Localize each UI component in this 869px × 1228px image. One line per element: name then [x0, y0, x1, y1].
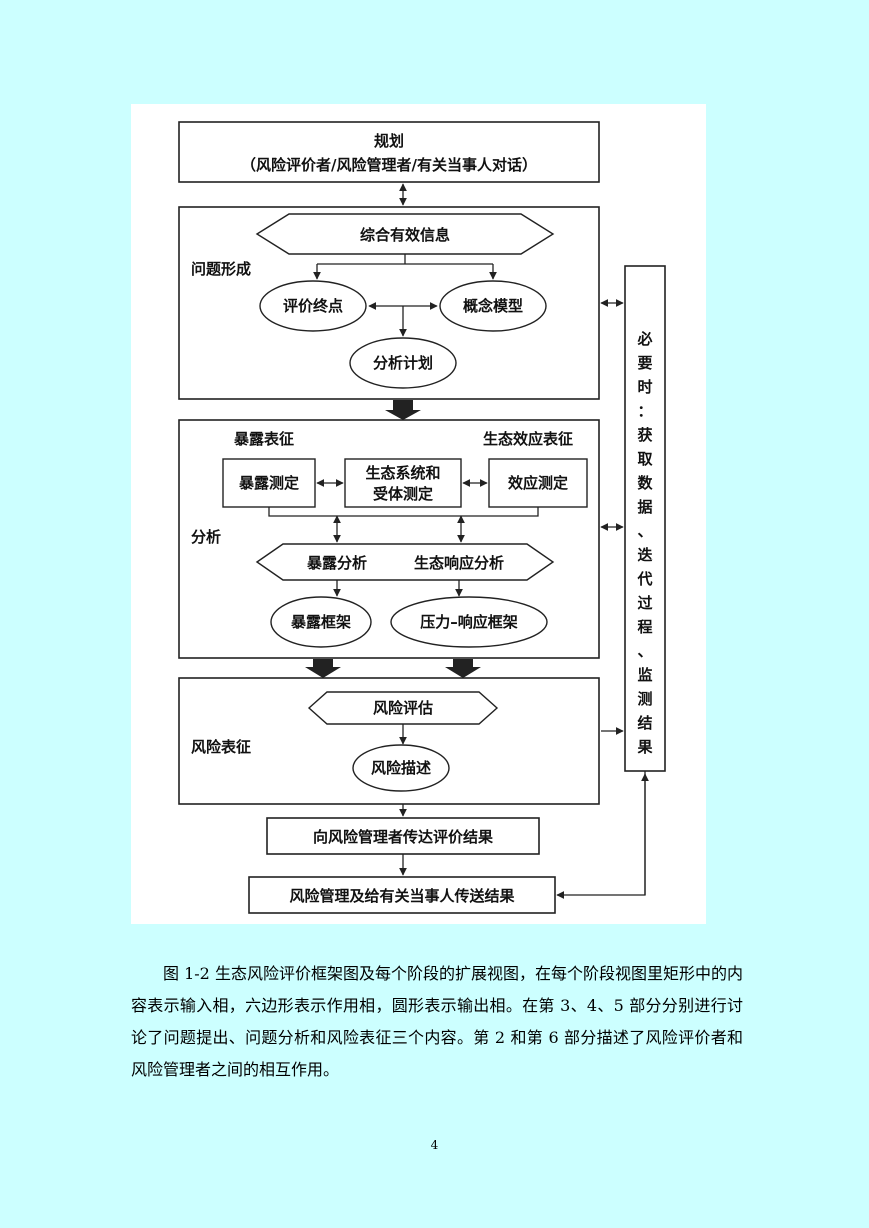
exposure-analysis-text: 暴露分析	[307, 554, 367, 572]
risk-management-box	[248, 876, 556, 914]
ecosystem-measure-text-1: 生态系统和	[365, 464, 440, 482]
exposure-profile-ellipse	[270, 596, 372, 648]
side-data-char: 、	[637, 642, 652, 660]
integrate-info-text: 综合有效信息	[360, 226, 450, 244]
risk-characterization-label: 风险表征	[191, 738, 251, 756]
communicate-results-box	[266, 817, 540, 855]
side-data-box	[624, 265, 666, 772]
analysis-plan-text: 分析计划	[373, 354, 433, 372]
side-data-char: 代	[636, 570, 652, 588]
side-data-char: 结	[637, 714, 652, 732]
risk-estimation-text: 风险评估	[373, 699, 433, 717]
side-data-char: ：	[637, 402, 652, 420]
planning-title: 规划	[374, 132, 404, 150]
side-data-char: 数	[637, 474, 653, 492]
side-data-char: 取	[637, 450, 653, 468]
endpoints-ellipse	[259, 280, 367, 332]
stress-response-ellipse	[390, 596, 548, 648]
side-data-char: 果	[636, 738, 653, 756]
problem-formulation-label: 问题形成	[191, 260, 251, 278]
flow-arrow-3	[445, 659, 481, 678]
problem-formulation-box: 问题形成 综合有效信息 评价终点 概念模型 分析计划	[178, 206, 600, 400]
ecosystem-measure-box	[344, 458, 462, 508]
side-data-char: 、	[637, 522, 652, 540]
planning-box: 规划 （风险评价者/风险管理者/有关当事人对话）	[178, 121, 600, 183]
effects-measure-text: 效应测定	[508, 474, 568, 492]
analysis-box: 暴露表征 生态效应表征 分析 暴露测定 生态系统和 受体测定 效应测定 暴露分析…	[178, 419, 600, 659]
communicate-results-text: 向风险管理者传达评价结果	[313, 828, 494, 846]
analysis-label: 分析	[191, 528, 221, 546]
endpoints-text: 评价终点	[283, 297, 343, 315]
integrate-info-hexagon	[255, 213, 555, 255]
risk-estimation-hexagon	[307, 691, 499, 725]
framework-diagram: 规划 （风险评价者/风险管理者/有关当事人对话） 问题形成 综合有效信息 评价终…	[131, 104, 706, 924]
planning-subtitle: （风险评价者/风险管理者/有关当事人对话）	[241, 156, 537, 174]
response-analysis-text: 生态响应分析	[414, 554, 504, 572]
conceptual-model-ellipse	[439, 280, 547, 332]
side-data-char: 过	[637, 594, 652, 612]
side-data-char: 监	[637, 666, 652, 684]
risk-description-ellipse	[352, 744, 450, 792]
flow-arrow-1	[385, 400, 421, 420]
side-data-char: 程	[637, 618, 652, 636]
analysis-hexagon	[255, 543, 555, 581]
side-data-char: 必	[636, 330, 652, 348]
side-data-char: 迭	[637, 546, 652, 564]
exposure-measure-box	[222, 458, 316, 508]
figure-caption: 图 1-2 生态风险评价框架图及每个阶段的扩展视图，在每个阶段视图里矩形中的内容…	[131, 964, 743, 1079]
exposure-characterization-label: 暴露表征	[234, 430, 294, 448]
risk-management-text: 风险管理及给有关当事人传送结果	[289, 887, 515, 905]
page-number: 4	[430, 1138, 439, 1152]
side-data-char: 时	[637, 378, 652, 396]
conceptual-model-text: 概念模型	[463, 297, 523, 315]
effects-measure-box	[488, 458, 588, 508]
exposure-measure-text: 暴露测定	[239, 474, 299, 492]
exposure-profile-text: 暴露框架	[291, 613, 351, 631]
side-data-char: 测	[637, 690, 652, 708]
side-data-char: 要	[637, 354, 652, 372]
flow-arrow-2	[305, 659, 341, 678]
risk-description-text: 风险描述	[371, 759, 431, 777]
effects-characterization-label: 生态效应表征	[483, 430, 573, 448]
risk-characterization-box: 风险表征 风险评估 风险描述	[178, 677, 600, 805]
stress-response-text: 压力–响应框架	[420, 613, 518, 631]
analysis-plan-ellipse	[349, 337, 457, 389]
side-data-char: 获	[637, 426, 652, 444]
ecosystem-measure-text-2: 受体测定	[373, 485, 433, 503]
side-data-char: 据	[637, 498, 652, 516]
